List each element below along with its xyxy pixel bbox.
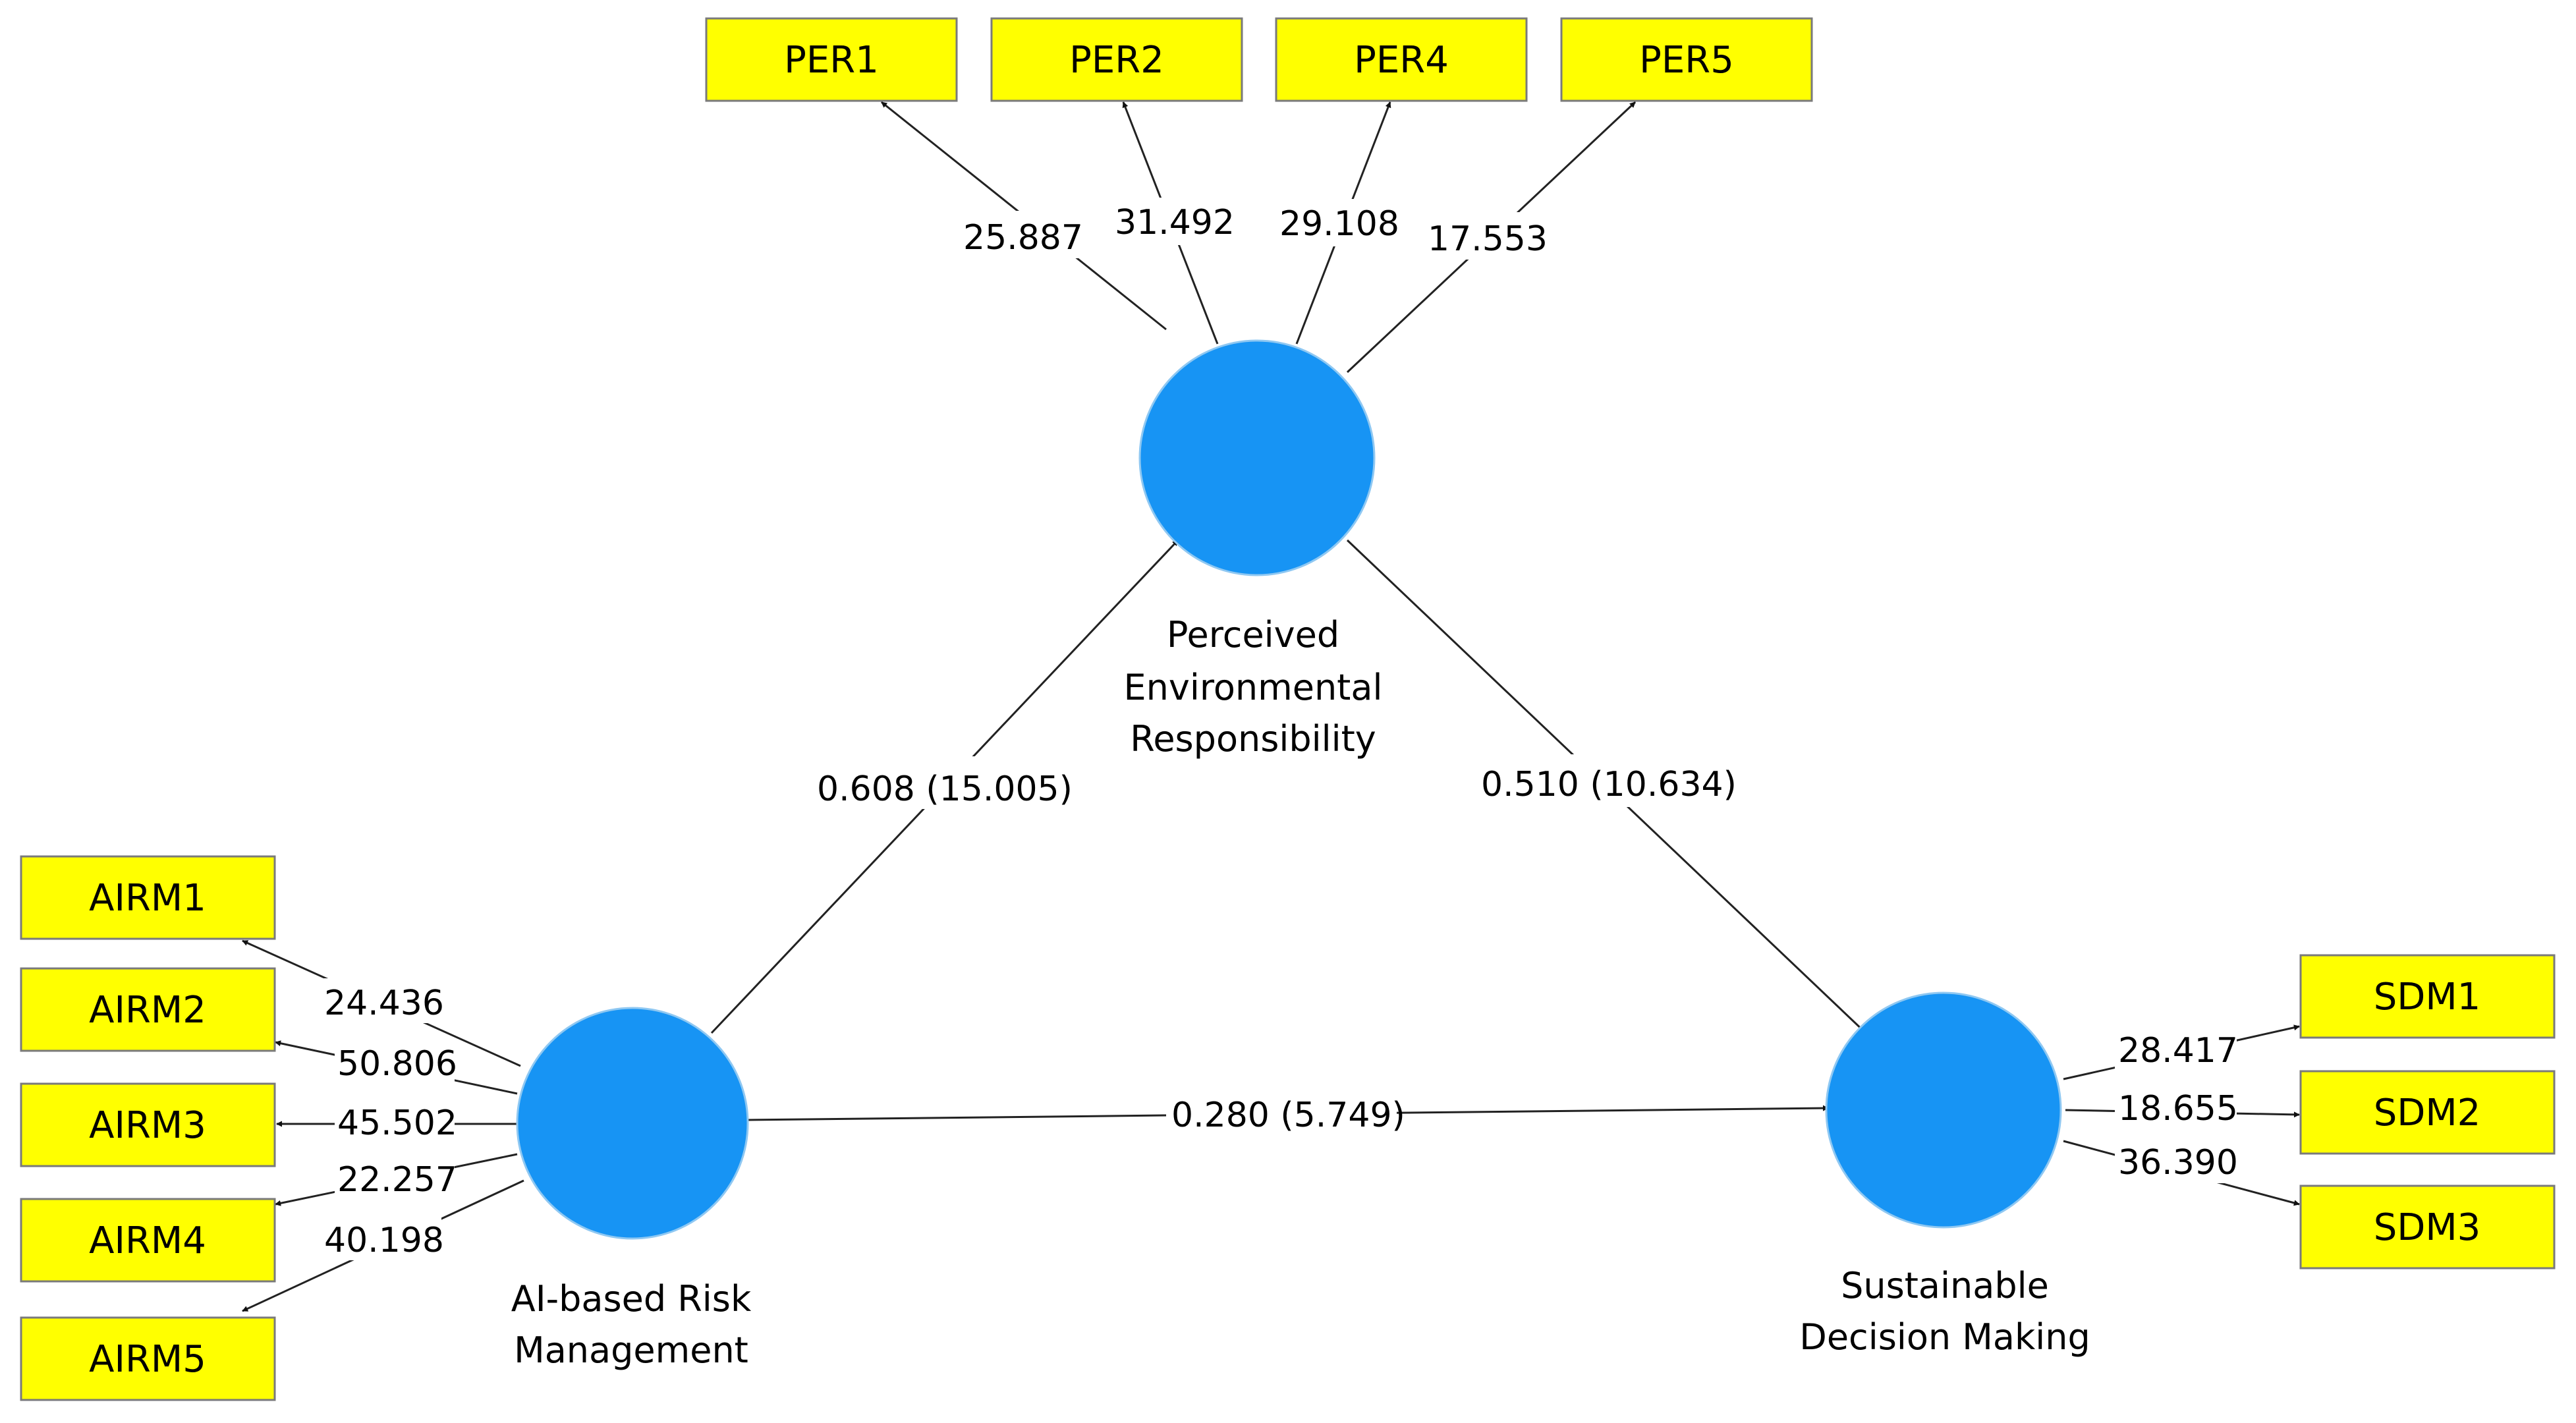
indicator-sdm2: SDM2 [2299,1070,2556,1155]
loading-airm2: 50.806 [337,1044,457,1084]
path-coefficient-airm-per: 0.608 (15.005) [817,769,1073,809]
loading-airm1: 24.436 [324,984,444,1023]
indicator-sdm3: SDM3 [2299,1185,2556,1270]
loading-per5: 17.553 [1428,219,1548,259]
loading-per4: 29.108 [1279,204,1399,244]
svg-text:AIRM1: AIRM1 [89,877,206,920]
construct-airm-label-2: Management [514,1329,748,1371]
svg-text:AIRM3: AIRM3 [89,1104,206,1147]
svg-text:AIRM4: AIRM4 [89,1219,206,1262]
construct-sdm: Sustainable Decision Making [1799,991,2090,1358]
construct-per-label-3: Responsibility [1130,718,1376,760]
loading-per1: 25.887 [963,218,1083,258]
construct-airm-label-1: AI-based Risk [511,1278,752,1320]
loading-airm3: 45.502 [337,1103,457,1143]
indicator-sdm1: SDM1 [2299,954,2556,1039]
construct-sdm-circle [1825,991,2062,1229]
loading-airm4: 22.257 [337,1160,457,1200]
svg-text:SDM1: SDM1 [2374,976,2481,1018]
svg-text:AIRM2: AIRM2 [89,989,206,1032]
construct-per-label-2: Environmental [1124,667,1383,708]
indicator-airm1: AIRM1 [20,855,276,940]
construct-per-circle [1138,339,1376,576]
construct-airm-circle [516,1007,749,1240]
loading-sdm2: 18.655 [2118,1089,2238,1129]
loading-sdm1: 28.417 [2118,1031,2238,1071]
svg-text:PER2: PER2 [1069,39,1164,82]
loading-sdm3: 36.390 [2118,1143,2238,1183]
path-coefficient-airm-sdm: 0.280 (5.749) [1171,1096,1405,1135]
indicator-airm2: AIRM2 [20,967,276,1052]
svg-text:PER1: PER1 [784,39,879,82]
construct-sdm-label-2: Decision Making [1799,1316,2090,1358]
construct-sdm-label-1: Sustainable [1841,1265,2049,1306]
svg-text:PER4: PER4 [1354,39,1449,82]
airm-measurement: 24.436 50.806 45.502 22.257 40.198 AIRM1… [20,855,524,1401]
svg-text:AIRM5: AIRM5 [89,1338,206,1381]
svg-text:PER5: PER5 [1639,39,1734,82]
svg-text:SDM2: SDM2 [2374,1092,2481,1134]
indicator-per4: PER4 [1275,17,1528,102]
loading-per2: 31.492 [1115,203,1235,242]
loading-airm5: 40.198 [324,1221,444,1260]
construct-per: Perceived Environmental Responsibility [1124,339,1383,760]
indicator-airm5: AIRM5 [20,1316,276,1401]
indicator-per1: PER1 [705,17,958,102]
indicator-per5: PER5 [1560,17,1813,102]
path-coefficient-per-sdm: 0.510 (10.634) [1481,765,1737,804]
indicator-per2: PER2 [990,17,1243,102]
construct-airm: AI-based Risk Management [511,1007,752,1371]
sdm-measurement: 28.417 18.655 36.390 SDM1 SDM2 SDM3 [2063,954,2556,1270]
structural-paths: 0.608 (15.005) 0.510 (10.634) 0.280 (5.7… [710,539,1867,1140]
per-measurement: 25.887 31.492 29.108 17.553 PER1 PER2 PE… [705,17,1813,374]
construct-per-label-1: Perceived [1167,614,1339,656]
indicator-airm4: AIRM4 [20,1198,276,1283]
svg-text:SDM3: SDM3 [2374,1206,2481,1249]
indicator-airm3: AIRM3 [20,1082,276,1167]
